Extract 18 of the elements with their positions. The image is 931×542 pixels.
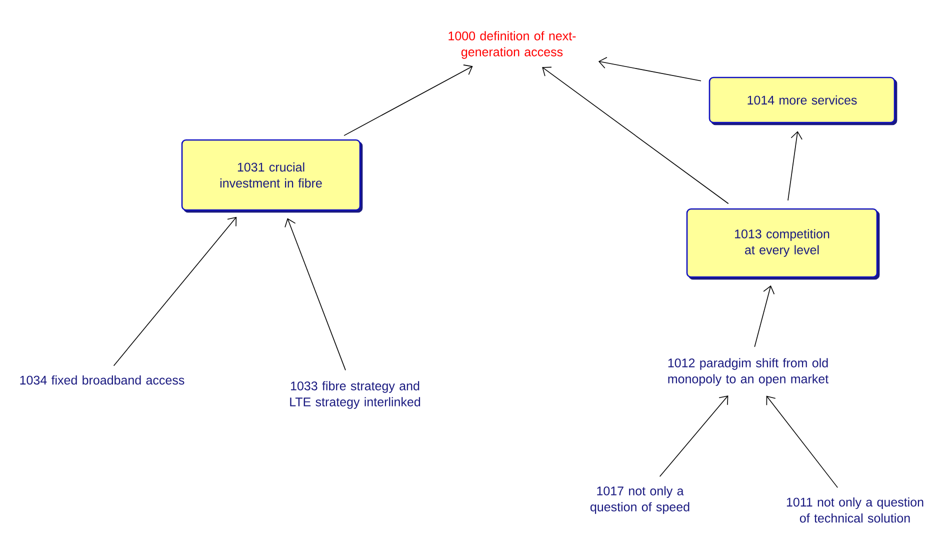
process-box: 1014 more services xyxy=(708,76,898,126)
factor-text: 1034 fixed broadband access xyxy=(20,375,184,385)
arrow xyxy=(766,396,838,488)
arrow xyxy=(344,64,473,136)
arrow xyxy=(788,131,802,201)
factor-text: 1033 fibre strategy and LTE strategy interlinked xyxy=(290,381,420,409)
goal-text: 1000 definition of next-generation access xyxy=(448,31,576,59)
arrow xyxy=(542,66,729,204)
arrow xyxy=(284,218,346,371)
process-box: 1013 competition at every level xyxy=(686,208,880,280)
factor-text: 1011 not only a question of technical solution xyxy=(786,497,924,523)
arrow xyxy=(754,285,775,348)
arrow xyxy=(659,395,728,477)
process-box: 1031 crucial investment in fibre xyxy=(181,139,363,213)
factor-text: 1012 paradgim shift from old monopoly to an open market xyxy=(668,358,828,386)
factor-text: 1017 not only a question of speed xyxy=(590,486,690,514)
arrow xyxy=(598,56,702,82)
arrow xyxy=(113,216,237,366)
